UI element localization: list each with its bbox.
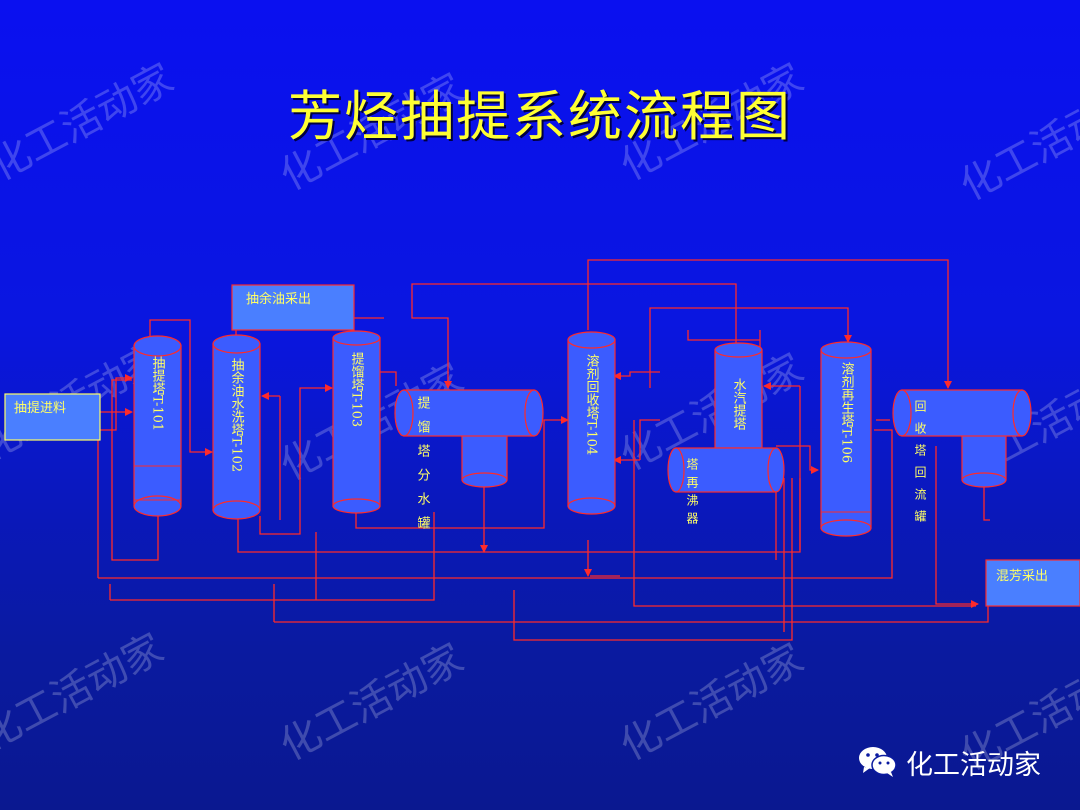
page-title: 芳烃抽提系统流程图 (288, 85, 792, 148)
column-t102: 抽余油水洗塔T-102 (212, 334, 261, 520)
t102-label: 抽余油水洗塔T-102 (229, 358, 245, 472)
raffinate-label: 抽余油采出 (246, 291, 311, 307)
wechat-icon (859, 747, 897, 777)
t104-label: 溶剂回收塔T-104 (584, 354, 600, 455)
column-t106: 溶剂再生塔T-106 (820, 341, 872, 537)
water-stripper-label: 水汽提塔 (731, 378, 747, 430)
column-t103: 提馏塔T-103 (332, 330, 381, 514)
t101-label: 抽提塔T-101 (150, 356, 166, 431)
raffinate-box: 抽余油采出 (231, 284, 355, 331)
brand-logo: 化工活动家 (858, 742, 1041, 782)
column-t104: 溶剂回收塔T-104 (567, 331, 616, 515)
reflux-drum: 回收塔回流罐 (892, 389, 1032, 532)
reflux-drum-label: 回收塔回流罐 (913, 400, 927, 532)
mixed-aromatics-box: 混芳采出 (985, 559, 1080, 607)
stripper-drum: 提馏塔分水罐 (394, 389, 544, 540)
stripper-drum-label: 提馏塔分水罐 (415, 395, 431, 540)
feed-label: 抽提进料 (14, 400, 66, 416)
brand-name: 化工活动家 (906, 749, 1041, 781)
mixed-aromatics-label: 混芳采出 (996, 569, 1048, 584)
feed-box: 抽提进料 (4, 393, 101, 441)
reboiler: 塔再沸器 (667, 447, 785, 530)
water-stripper: 水汽提塔 (714, 342, 763, 449)
column-t101: 抽提塔T-101 (133, 335, 182, 517)
t106-label: 溶剂再生塔T-106 (839, 362, 855, 463)
t103-label: 提馏塔T-103 (349, 351, 365, 427)
reboiler-label: 塔再沸器 (685, 458, 699, 530)
